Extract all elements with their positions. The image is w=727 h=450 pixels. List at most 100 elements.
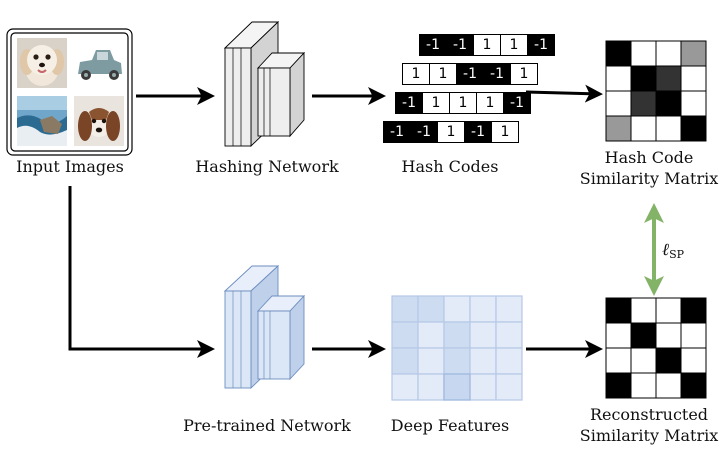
matrix-cell (655, 322, 682, 349)
matrix-cell (680, 347, 707, 374)
matrix-cell (605, 115, 632, 142)
hash-bit: 1 (437, 121, 465, 143)
hash-bit: -1 (503, 92, 531, 114)
feature-cell (417, 295, 445, 323)
matrix-cell (630, 372, 657, 399)
matrix-cell (630, 322, 657, 349)
arrow-images-to-pretrained (68, 186, 215, 358)
hash-bit: -1 (456, 63, 484, 85)
feature-cell (469, 295, 497, 323)
hash-bit: 1 (402, 63, 430, 85)
deep-features-grid (391, 295, 523, 401)
matrix-cell (680, 65, 707, 92)
hashing-network-label: Hashing Network (195, 157, 339, 176)
matrix-cell (680, 322, 707, 349)
matrix-cell (605, 297, 632, 324)
feature-cell (391, 347, 419, 375)
feature-cell (443, 295, 471, 323)
input-image-dog-2 (74, 96, 124, 146)
input-image-dog (17, 38, 67, 88)
matrix-cell (630, 115, 657, 142)
feature-cell (469, 347, 497, 375)
hash-bit: 1 (429, 63, 457, 85)
loss-label: ℓSP (662, 240, 702, 265)
hash-similarity-matrix (605, 40, 707, 142)
input-images-frame (6, 28, 133, 156)
hash-bit: 1 (491, 121, 519, 143)
hash-bit: 1 (500, 34, 528, 56)
feature-cell (443, 321, 471, 349)
feature-cell (443, 347, 471, 375)
hash-bit: -1 (483, 63, 511, 85)
matrix-cell (630, 65, 657, 92)
matrix-cell (655, 115, 682, 142)
feature-cell (391, 295, 419, 323)
feature-cell (391, 373, 419, 401)
hash-bit: 1 (510, 63, 538, 85)
matrix-cell (655, 372, 682, 399)
recon-sim-label-line1: Reconstructed (589, 405, 709, 424)
matrix-cell (680, 297, 707, 324)
input-images-label: Input Images (16, 157, 124, 176)
matrix-cell (655, 90, 682, 117)
arrow-codes-to-hash-sim (525, 84, 603, 103)
matrix-cell (605, 372, 632, 399)
hash-codes-label: Hash Codes (401, 157, 499, 176)
matrix-cell (655, 65, 682, 92)
feature-cell (495, 347, 523, 375)
loss-subscript: SP (669, 248, 685, 261)
matrix-cell (605, 40, 632, 67)
matrix-cell (605, 90, 632, 117)
hash-bit: -1 (395, 92, 423, 114)
matrix-cell (605, 347, 632, 374)
matrix-cell (655, 40, 682, 67)
feature-cell (443, 373, 471, 401)
reconstructed-similarity-matrix (605, 297, 707, 399)
feature-cell (417, 321, 445, 349)
pretrained-network-icon (223, 264, 306, 390)
loss-symbol: ℓ (662, 240, 670, 260)
hash-bit: -1 (419, 34, 447, 56)
hash-sim-label-line1: Hash Code (604, 148, 694, 167)
matrix-cell (680, 372, 707, 399)
feature-cell (495, 321, 523, 349)
input-image-coast (17, 96, 67, 146)
feature-cell (391, 321, 419, 349)
hash-bit: 1 (476, 92, 504, 114)
feature-cell (495, 295, 523, 323)
hash-bit: -1 (383, 121, 411, 143)
feature-cell (469, 373, 497, 401)
feature-cell (495, 373, 523, 401)
recon-sim-label-line2: Similarity Matrix (579, 426, 719, 445)
hash-bit: 1 (473, 34, 501, 56)
hash-bit: -1 (464, 121, 492, 143)
matrix-cell (680, 115, 707, 142)
matrix-cell (605, 322, 632, 349)
hashing-network-icon (223, 20, 306, 148)
hash-bit: -1 (527, 34, 555, 56)
matrix-cell (630, 347, 657, 374)
feature-cell (417, 373, 445, 401)
feature-cell (417, 347, 445, 375)
hash-sim-label-line2: Similarity Matrix (579, 169, 719, 188)
hash-bit: 1 (422, 92, 450, 114)
matrix-cell (680, 90, 707, 117)
input-image-truck (74, 38, 124, 88)
matrix-cell (605, 65, 632, 92)
hash-bit: -1 (446, 34, 474, 56)
matrix-cell (630, 40, 657, 67)
hash-bit: -1 (410, 121, 438, 143)
deep-features-label: Deep Features (390, 416, 510, 435)
hash-bit: 1 (449, 92, 477, 114)
pretrained-network-label: Pre-trained Network (183, 416, 351, 435)
matrix-cell (655, 347, 682, 374)
feature-cell (469, 321, 497, 349)
matrix-cell (630, 297, 657, 324)
matrix-cell (630, 90, 657, 117)
matrix-cell (655, 297, 682, 324)
